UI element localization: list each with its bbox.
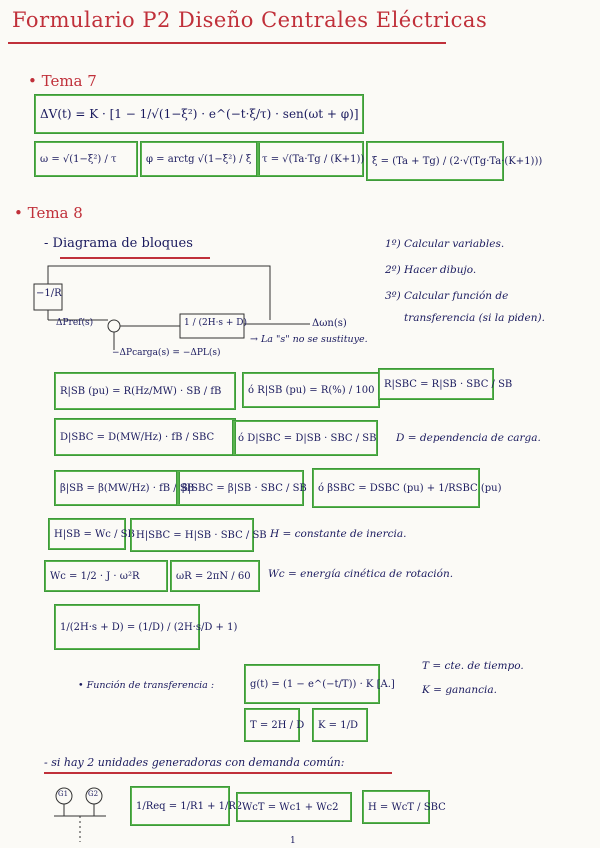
formula-beta-sbc: β|SBC = β|SB · SBC / SB — [176, 470, 307, 506]
step-3: 3º) Calcular función de — [385, 290, 509, 302]
formula-req: 1/Req = 1/R1 + 1/R2 — [130, 786, 242, 826]
step-3b: transferencia (si la piden). — [404, 312, 545, 324]
formula-gt-text: g(t) = (1 − e^(−t/T)) · K [A.] — [250, 678, 395, 690]
s-note: → La "s" no se sustituye. — [250, 334, 368, 345]
formula-beta-sb: β|SB = β(MW/Hz) · fB / SB — [54, 470, 194, 506]
tf-note-T: T = cte. de tiempo. — [422, 660, 524, 672]
diagram-heading: - Diagrama de bloques — [44, 236, 193, 251]
tf-note-K: K = ganancia. — [422, 684, 497, 696]
formula-h-sb: H|SB = Wc / SB — [48, 518, 135, 550]
formula-beta-sb-text: β|SB = β(MW/Hz) · fB / SB — [60, 482, 195, 494]
formula-h-sbc-text: H|SBC = H|SB · SBC / SB — [136, 529, 267, 541]
two-units-heading: - si hay 2 unidades generadoras con dema… — [44, 756, 345, 769]
formula-tf-equiv-text: 1/(2H·s + D) = (1/D) / (2H·s/D + 1) — [60, 621, 238, 633]
output-omega: Δωn(s) — [312, 318, 347, 329]
formula-h-total-text: H = WcT / SBC — [368, 801, 446, 813]
formula-phi: φ = arctg √(1−ξ²) / ξ — [140, 141, 260, 177]
formula-tau-text: τ = √(Ta·Tg / (K+1)) — [262, 153, 365, 165]
diagram-underline — [60, 257, 210, 259]
formula-beta-alt-text: ó βSBC = DSBC (pu) + 1/RSBC (pu) — [318, 482, 502, 494]
summing-junction — [107, 319, 121, 333]
formula-omega-text: ω = √(1−ξ²) / τ — [40, 153, 117, 165]
generators-diagram — [54, 787, 106, 842]
formula-deltav: ΔV(t) = K · [1 − 1/√(1−ξ²) · e^(−t·ξ/τ) … — [34, 94, 364, 134]
h-note: H = constante de inercia. — [270, 528, 407, 540]
w-note: Wc = energía cinética de rotación. — [268, 568, 454, 580]
block-diagram — [33, 265, 310, 350]
formula-r-sbc-text: R|SBC = R|SB · SBC / SB — [384, 378, 513, 390]
step-1: 1º) Calcular variables. — [385, 238, 505, 250]
formula-gt: g(t) = (1 − e^(−t/T)) · K [A.] — [244, 664, 395, 704]
block-tf-rect — [179, 313, 245, 339]
two-units-underline — [44, 772, 392, 774]
formula-r-sbc: R|SBC = R|SB · SBC / SB — [378, 368, 512, 400]
page-title: Formulario P2 Diseño Centrales Eléctrica… — [12, 8, 488, 32]
formula-xi: ξ = (Ta + Tg) / (2·√(Tg·Ta·(K+1))) — [366, 141, 542, 181]
formula-wc: Wc = 1/2 · J · ω²R — [44, 560, 168, 592]
page-number: 1 — [290, 836, 296, 846]
block-tf-label: 1 / (2H·s + D) — [184, 318, 248, 328]
formula-d-sbc: D|SBC = D(MW/Hz) · fB / SBC — [54, 418, 236, 456]
title-underline — [8, 42, 446, 44]
formula-deltav-text: ΔV(t) = K · [1 − 1/√(1−ξ²) · e^(−t·ξ/τ) … — [40, 107, 359, 121]
formula-d-sbc-alt: ó D|SBC = D|SB · SBC / SB — [232, 420, 378, 456]
tf-label: • Función de transferencia : — [78, 680, 215, 691]
formula-xi-text: ξ = (Ta + Tg) / (2·√(Tg·Ta·(K+1))) — [372, 155, 543, 167]
formula-tau: τ = √(Ta·Tg / (K+1)) — [256, 141, 364, 177]
formula-K: K = 1/D — [312, 708, 368, 742]
formula-r-pu-text: R|SB (pu) = R(Hz/MW) · SB / fB — [60, 385, 222, 397]
formula-d-sbc-text: D|SBC = D(MW/Hz) · fB / SBC — [60, 431, 215, 443]
formula-tf-equiv: 1/(2H·s + D) = (1/D) / (2H·s/D + 1) — [54, 604, 237, 650]
formula-req-text: 1/Req = 1/R1 + 1/R2 — [136, 800, 243, 812]
formula-omega: ω = √(1−ξ²) / τ — [34, 141, 138, 177]
formula-h-sbc: H|SBC = H|SB · SBC / SB — [130, 518, 267, 552]
block-r-label: −1/R — [36, 288, 62, 299]
formula-beta-sbc-text: β|SBC = β|SB · SBC / SB — [182, 482, 307, 494]
d-note: D = dependencia de carga. — [396, 432, 541, 444]
gen-2-label: G2 — [88, 790, 99, 798]
formula-T-text: T = 2H / D — [250, 719, 305, 731]
formula-d-sbc-alt-text: ó D|SBC = D|SB · SBC / SB — [238, 432, 377, 444]
input-ref: ΔPref(s) — [56, 318, 94, 328]
formula-r-percent-text: ó R|SB (pu) = R(%) / 100 — [248, 384, 375, 396]
formula-r-percent: ó R|SB (pu) = R(%) / 100 — [242, 372, 380, 408]
formula-wc-text: Wc = 1/2 · J · ω²R — [50, 570, 140, 582]
formula-beta-alt: ó βSBC = DSBC (pu) + 1/RSBC (pu) — [312, 468, 502, 508]
formula-T: T = 2H / D — [244, 708, 304, 742]
formula-omega-r: ωR = 2πN / 60 — [170, 560, 260, 592]
formula-phi-text: φ = arctg √(1−ξ²) / ξ — [146, 153, 252, 165]
formula-r-pu: R|SB (pu) = R(Hz/MW) · SB / fB — [54, 372, 236, 410]
formula-h-total: H = WcT / SBC — [362, 790, 446, 824]
formula-h-sb-text: H|SB = Wc / SB — [54, 528, 135, 540]
formula-wct-text: WcT = Wc1 + Wc2 — [242, 801, 339, 813]
tema7-heading: • Tema 7 — [28, 72, 97, 90]
tema8-heading: • Tema 8 — [14, 204, 83, 222]
step-2: 2º) Hacer dibujo. — [385, 264, 477, 276]
gen-1-label: G1 — [58, 790, 69, 798]
formula-omega-r-text: ωR = 2πN / 60 — [176, 570, 251, 582]
formula-wct: WcT = Wc1 + Wc2 — [236, 792, 352, 822]
formula-K-text: K = 1/D — [318, 719, 358, 731]
input-load: −ΔPcarga(s) = −ΔPL(s) — [112, 348, 221, 358]
